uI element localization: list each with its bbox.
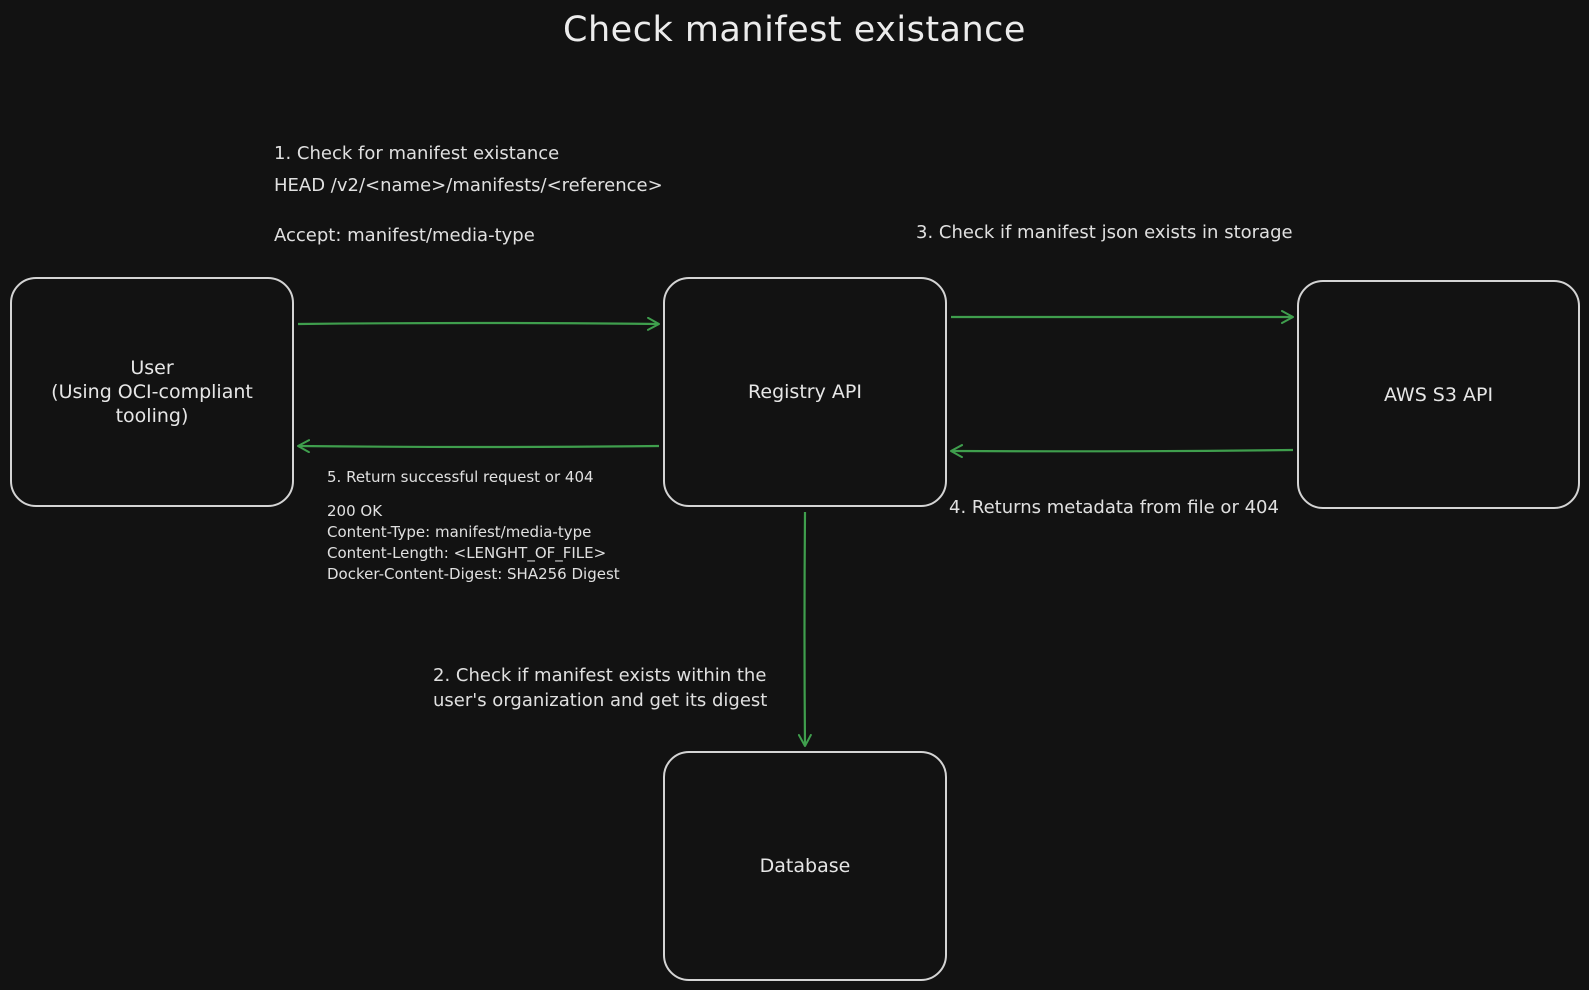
step3-label: 3. Check if manifest json exists in stor… [916,222,1293,243]
node-registry-api-label: Registry API [748,381,862,403]
node-aws-s3-api-label: AWS S3 API [1383,383,1494,406]
node-user[interactable]: User (Using OCI-compliant tooling) [10,277,294,507]
node-database[interactable]: Database [663,751,947,981]
node-database-label: Database [759,855,851,877]
arrow-registry-to-database [797,511,812,747]
arrow-registry-to-user [297,439,660,454]
step5-label: 5. Return successful request or 404 [327,468,594,486]
node-registry-api[interactable]: Registry API [663,277,947,507]
step1-label: 1. Check for manifest existance [274,143,560,164]
step2-label: 2. Check if manifest exists within the u… [433,665,768,711]
node-aws-s3-api[interactable]: AWS S3 API [1297,280,1580,509]
step1-accept-header: Accept: manifest/media-type [274,225,535,246]
node-user-label: User (Using OCI-compliant tooling) [51,357,253,427]
step1-request-line: HEAD /v2/<name>/manifests/<reference> [274,175,663,196]
diagram-title: Check manifest existance [563,10,1026,50]
step5-response-block: 200 OK Content-Type: manifest/media-type… [327,502,620,583]
arrow-user-to-registry [297,316,660,331]
arrow-s3-to-registry [950,444,1294,459]
step4-label: 4. Returns metadata from file or 404 [949,497,1279,518]
